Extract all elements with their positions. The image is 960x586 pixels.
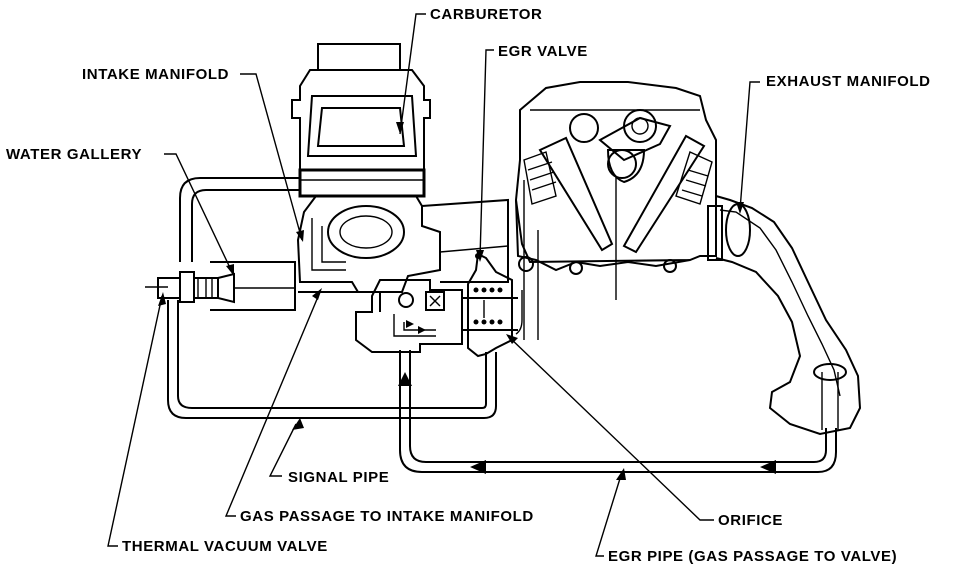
- label-signal-pipe: SIGNAL PIPE: [288, 469, 389, 486]
- egr-pipe: [398, 350, 837, 474]
- label-egr-pipe: EGR PIPE (GAS PASSAGE TO VALVE): [608, 548, 897, 565]
- thermal-vacuum-valve: [145, 261, 296, 311]
- label-intake-manifold: INTAKE MANIFOLD: [82, 66, 229, 83]
- label-carburetor: CARBURETOR: [430, 6, 542, 23]
- carburetor: [291, 43, 431, 198]
- label-water-gallery: WATER GALLERY: [6, 146, 142, 163]
- exhaust-manifold: [707, 195, 862, 436]
- water-gallery-pipe: [179, 177, 300, 262]
- label-exhaust-manifold: EXHAUST MANIFOLD: [766, 73, 931, 90]
- gas-passage-block: [355, 279, 463, 353]
- intake-manifold: [296, 195, 509, 312]
- label-thermal-vacuum-valve: THERMAL VACUUM VALVE: [122, 538, 328, 555]
- label-gas-passage: GAS PASSAGE TO INTAKE MANIFOLD: [240, 508, 534, 525]
- label-orifice: ORIFICE: [718, 512, 783, 529]
- signal-pipe: [167, 300, 497, 430]
- engine-head: [514, 81, 717, 340]
- leader-lines: [107, 13, 760, 557]
- label-egr-valve: EGR VALVE: [498, 43, 588, 60]
- egr-valve: [462, 252, 523, 358]
